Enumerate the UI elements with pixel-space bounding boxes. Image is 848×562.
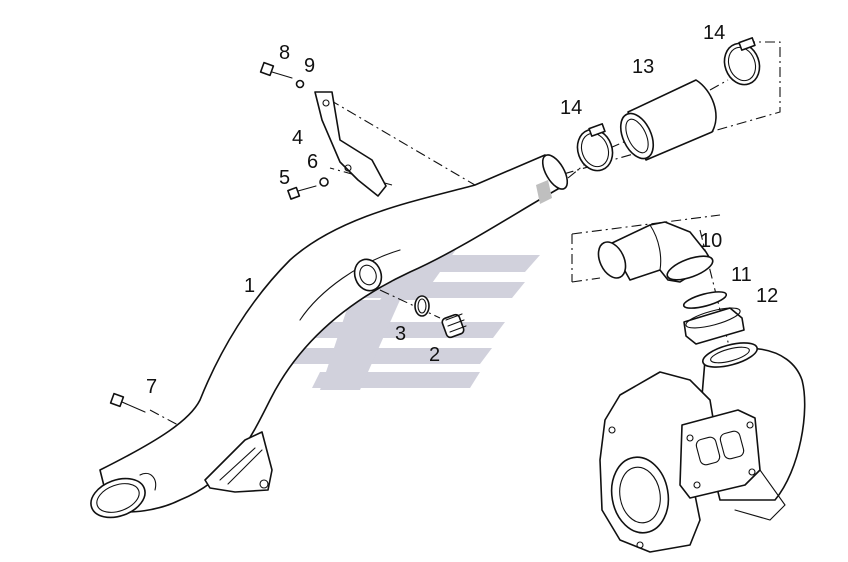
- callout-labels: 1 2 3 4 5 6 7 8 9 10 11 12 13 14 14: [146, 22, 778, 398]
- callout-6: 6: [307, 151, 318, 173]
- bolt-part-7: [109, 392, 146, 413]
- callout-9: 9: [304, 55, 315, 77]
- charge-pipe-part-1: [90, 154, 569, 519]
- callout-11: 11: [731, 264, 752, 286]
- hose-clamp-part-14-upper: [723, 37, 761, 86]
- callout-8: 8: [279, 42, 290, 64]
- bracket-part-4: [314, 91, 387, 197]
- gasket-part-11: [682, 291, 728, 309]
- hose-clamp-part-14-lower: [576, 123, 614, 172]
- callout-5: 5: [279, 167, 290, 189]
- callout-3: 3: [395, 323, 406, 345]
- hose-part-13: [619, 79, 717, 161]
- washer-part-9: [295, 79, 305, 89]
- seal-ring-part-3: [414, 295, 430, 317]
- plug-part-2: [441, 313, 467, 339]
- bolt-part-8: [259, 61, 293, 79]
- callout-13: 13: [632, 56, 654, 78]
- elbow-part-10: [597, 221, 714, 283]
- callout-14-lower: 14: [560, 97, 582, 119]
- callout-10: 10: [700, 230, 722, 252]
- boss-fitting: [353, 258, 383, 292]
- callout-14-upper: 14: [703, 22, 725, 44]
- callout-7: 7: [146, 376, 157, 398]
- washer-part-6: [319, 177, 329, 187]
- callout-4: 4: [292, 127, 303, 149]
- callout-1: 1: [244, 275, 255, 297]
- bolt-part-5: [287, 185, 317, 200]
- callout-2: 2: [429, 344, 440, 366]
- callout-12: 12: [756, 285, 778, 307]
- adapter-ring-part-12: [683, 307, 745, 345]
- turbocharger: [599, 342, 806, 553]
